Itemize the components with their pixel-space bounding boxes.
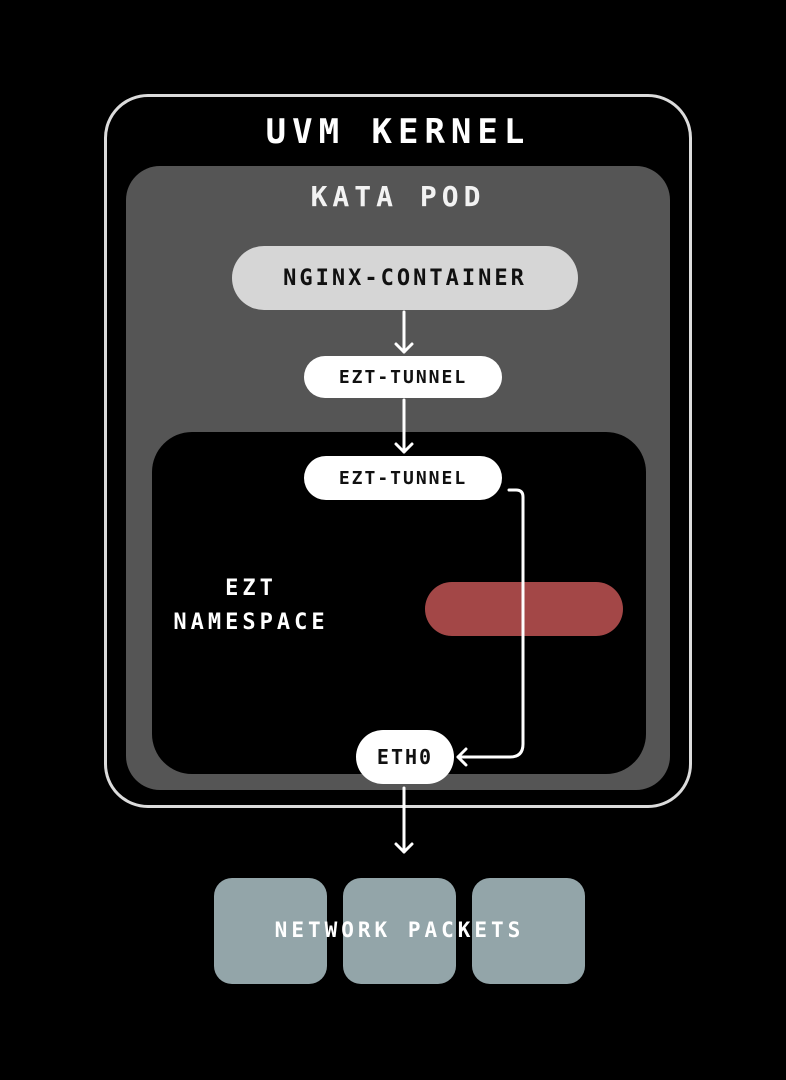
arrow-container-to-tunnel	[394, 310, 414, 354]
network-packet-block	[472, 878, 585, 984]
ezt-namespace-label-line2: NAMESPACE	[173, 610, 329, 635]
ezt-tunnel-inner-node: EZT-TUNNEL	[304, 456, 502, 500]
network-packets-label: NETWORK PACKETS	[274, 918, 525, 942]
network-packet-block	[343, 878, 456, 984]
ezt-namespace-label: EZT NAMESPACE	[166, 572, 336, 640]
ezt-namespace-label-line1: EZT	[225, 576, 277, 601]
eth0-interface-node: ETH0	[356, 730, 454, 784]
uvm-kernel-title: UVM KERNEL	[265, 112, 531, 152]
arrow-eth0-to-packets	[394, 786, 414, 854]
arrow-tunnel-to-eth0	[456, 488, 525, 767]
nginx-container-node: NGINX-CONTAINER	[232, 246, 578, 310]
ezt-tunnel-outer-node: EZT-TUNNEL	[304, 356, 502, 398]
network-packet-block	[214, 878, 327, 984]
kata-pod-title: KATA POD	[310, 180, 486, 213]
arrow-tunnel-to-tunnel	[394, 398, 414, 454]
